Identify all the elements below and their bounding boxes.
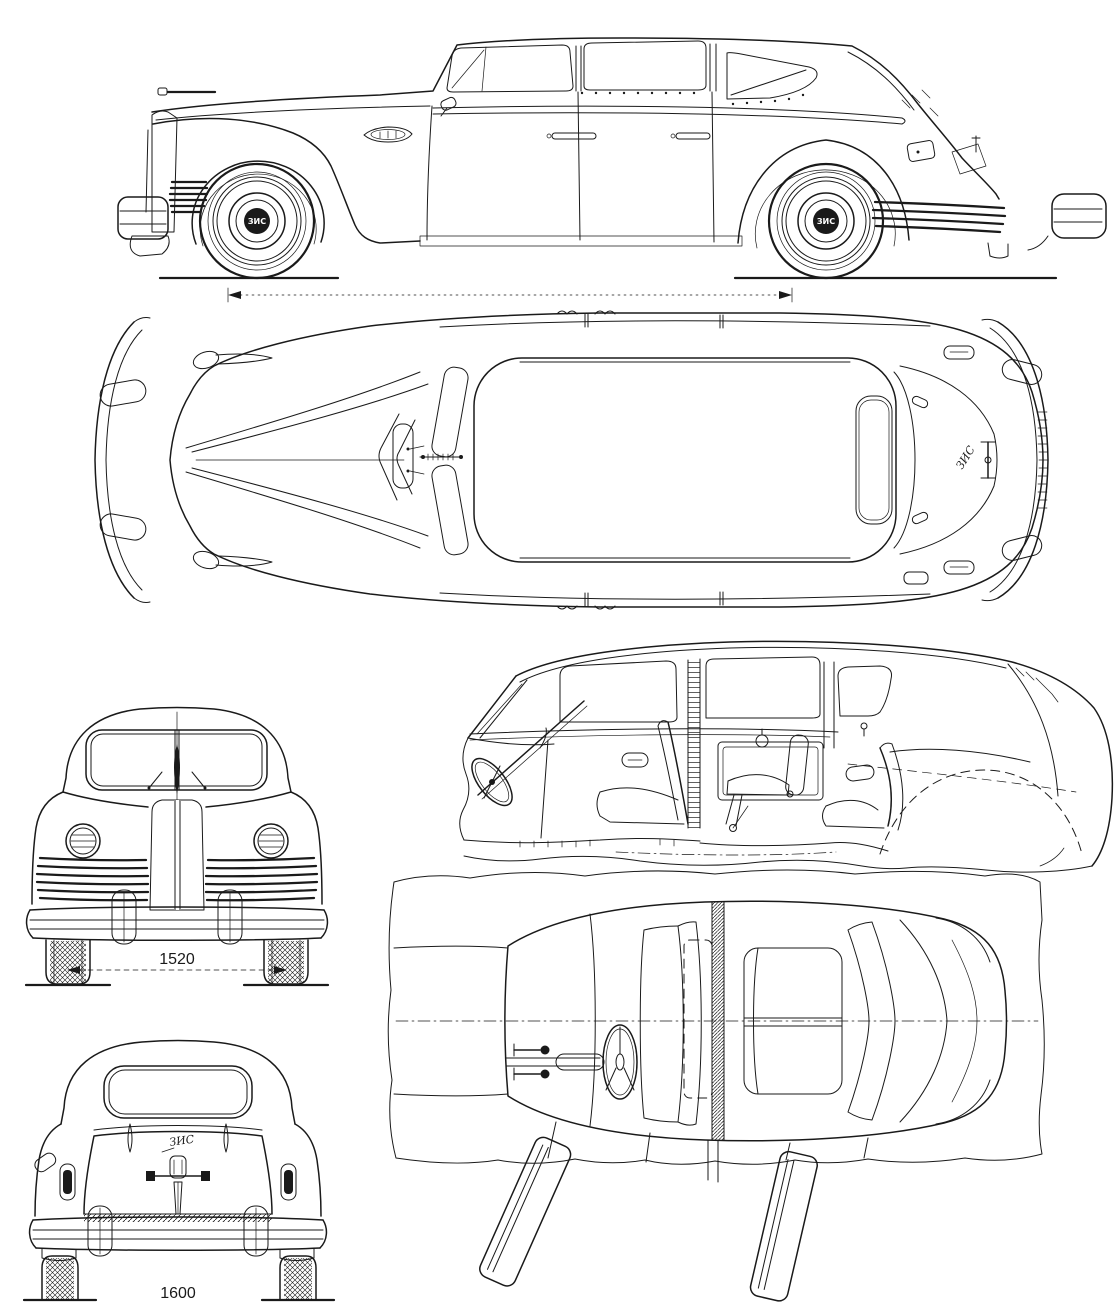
- interior-windows: [559, 656, 1059, 829]
- front-bumper-face: [25, 889, 329, 945]
- spotlight: [440, 96, 457, 111]
- headlights: [65, 823, 289, 859]
- side-rails: [439, 310, 931, 610]
- jump-seat: [725, 734, 809, 832]
- side-windows: [440, 40, 818, 117]
- rear-bumper-plan: [981, 318, 1049, 602]
- front-view: 1520: [24, 706, 330, 987]
- rear-view: ЗИС 1600: [22, 1039, 336, 1302]
- front-grille: [129, 87, 217, 257]
- interior-plan-view: [387, 869, 1045, 1302]
- front-track-dimension: 1520: [67, 951, 287, 974]
- rear-hubcap-logo: ЗИС: [817, 217, 835, 226]
- open-rear-door: [749, 1150, 818, 1302]
- side-view: ЗИС ЗИС: [117, 37, 1107, 303]
- steering-wheel-plan: [602, 1024, 638, 1100]
- taillights: [34, 1152, 297, 1201]
- rear-tires: [22, 1255, 336, 1302]
- steering-assembly: [471, 700, 588, 807]
- front-tires: [24, 939, 330, 987]
- driver-controls: [505, 913, 638, 1127]
- trunk-lid: ЗИС: [83, 1123, 273, 1222]
- rear-bench-plan: [743, 919, 978, 1123]
- rear-view-trunk-script: ЗИС: [169, 1133, 196, 1149]
- roof-plan: [473, 357, 916, 563]
- rear-window: [103, 1065, 253, 1119]
- front-seat-profile: [540, 720, 689, 839]
- open-front-door: [479, 1136, 572, 1287]
- front-grille-face: [149, 799, 205, 911]
- torn-sheet-edge: [387, 869, 1045, 1165]
- rear-seat-profile: [822, 742, 904, 831]
- front-bench-plan: [639, 921, 702, 1126]
- front-bumper-plan: [94, 317, 151, 603]
- top-view-trunk-script: ЗИС: [954, 443, 979, 471]
- side-chrome-bars: [35, 856, 319, 902]
- sill-moulding: [419, 235, 743, 247]
- cowl-vent: [378, 413, 463, 501]
- quarter-window: [726, 52, 818, 100]
- wheelbase-dimension: [227, 287, 793, 303]
- side-body: [151, 37, 1000, 249]
- front-hubcap-logo: ЗИС: [248, 217, 266, 226]
- side-doors: [363, 91, 906, 243]
- rear-quarter-details: [871, 135, 1007, 234]
- rear-window-plan: [855, 395, 893, 525]
- door-openings: [547, 1121, 869, 1183]
- rear-bumper: [987, 193, 1107, 259]
- hood-lines: [185, 350, 429, 570]
- top-view: ЗИС: [94, 310, 1049, 610]
- cabin-outline: [504, 900, 1008, 1142]
- top-snap-dots: [580, 91, 805, 106]
- division-partition-plan: [683, 901, 725, 1141]
- interior-side-view: [459, 640, 1114, 873]
- stowed-jump-seats: [683, 939, 713, 1099]
- rear-wheel: ЗИС: [767, 162, 885, 280]
- front-track-label: 1520: [159, 951, 195, 968]
- front-wheel: ЗИС: [198, 162, 316, 280]
- windshield-plan: [431, 366, 469, 556]
- floor-and-rear-body: [463, 663, 1093, 873]
- rear-track-label: 1600: [160, 1285, 196, 1302]
- door-emblem: [363, 126, 413, 143]
- front-bumper: [117, 196, 169, 240]
